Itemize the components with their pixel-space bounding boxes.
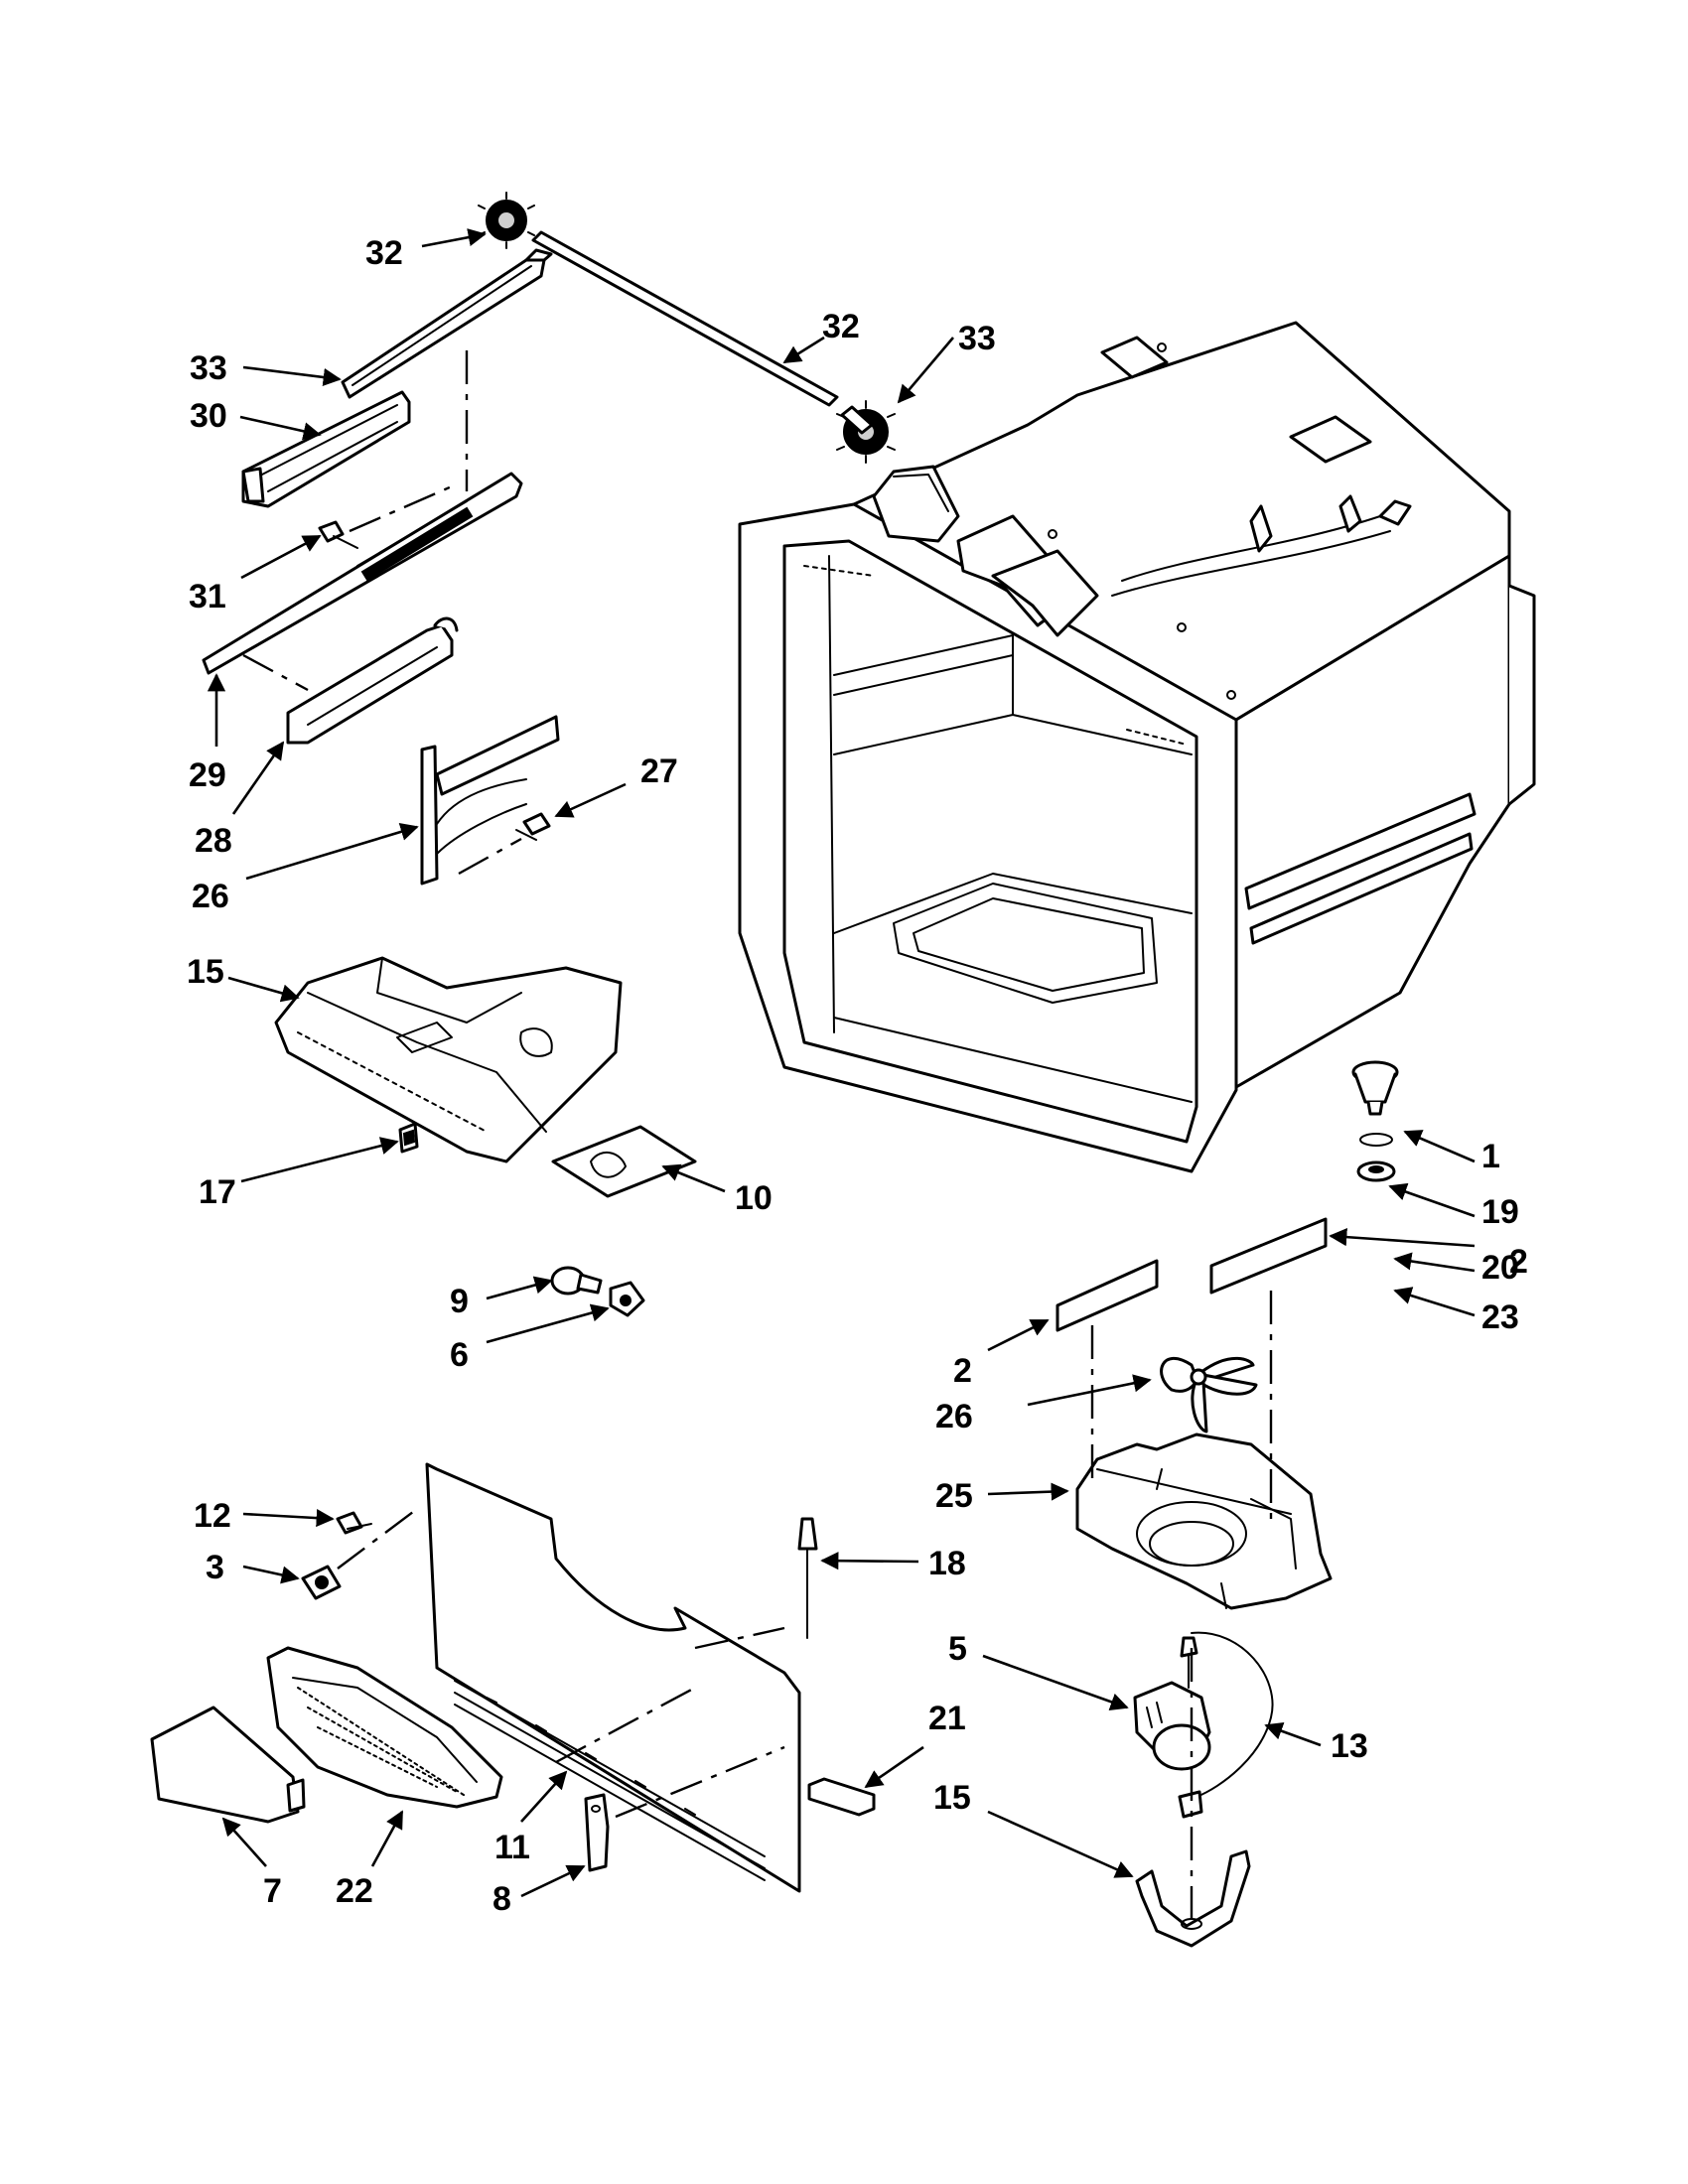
gear-right-part bbox=[836, 400, 896, 464]
callout-28: 29 bbox=[189, 756, 226, 794]
callout-9: 9 bbox=[450, 1283, 469, 1320]
light-bulb-part bbox=[550, 1266, 603, 1296]
callout-21: 23 bbox=[1481, 1298, 1519, 1336]
callout-11: 11 bbox=[494, 1829, 530, 1866]
screw-12-part bbox=[336, 1511, 372, 1535]
callout-1: 1 bbox=[1481, 1138, 1500, 1175]
slide-cover-part bbox=[341, 248, 553, 399]
callout-31: 32 bbox=[822, 308, 860, 345]
fan-blade-part bbox=[1160, 1356, 1258, 1433]
light-cover-part bbox=[150, 1706, 306, 1824]
callout-15: 15 bbox=[933, 1779, 971, 1817]
motor-mount-part bbox=[1178, 1790, 1203, 1819]
callout-2-left: 2 bbox=[953, 1352, 972, 1390]
plug-part bbox=[584, 1793, 610, 1872]
axle-shaft-part bbox=[531, 230, 839, 407]
callout-17: 18 bbox=[928, 1545, 966, 1582]
callout-33: 33 bbox=[190, 349, 227, 387]
callout-32-left: 32 bbox=[365, 234, 403, 272]
callout-12: 12 bbox=[194, 1497, 231, 1535]
fan-motor-part bbox=[1133, 1636, 1211, 1771]
callout-22: 22 bbox=[336, 1872, 373, 1910]
slide-rail-part bbox=[202, 472, 523, 675]
foam-pad-left-part bbox=[1055, 1259, 1159, 1332]
callout-2-right: 2 bbox=[1509, 1243, 1528, 1281]
slide-screw-part bbox=[318, 520, 358, 549]
light-socket-part bbox=[609, 1281, 645, 1317]
callout-26: 27 bbox=[640, 752, 678, 790]
callout-32-right: 33 bbox=[958, 320, 996, 357]
light-housing-part bbox=[301, 1565, 342, 1600]
callout-7: 7 bbox=[263, 1872, 282, 1910]
slide-screw-2-part bbox=[515, 812, 551, 841]
gasket-sheet-part bbox=[551, 1125, 697, 1198]
motor-bracket-part bbox=[1135, 1849, 1251, 1948]
callout-20: 21 bbox=[928, 1700, 966, 1737]
callout-29: 30 bbox=[190, 397, 227, 435]
drain-cup-part bbox=[1351, 1060, 1399, 1116]
thermistor-part bbox=[797, 1517, 818, 1639]
callout-labels: 32 32 33 33 30 31 29 28 26 27 15 17 10 9… bbox=[187, 234, 1528, 1918]
callout-30: 31 bbox=[189, 578, 226, 615]
control-housing-part bbox=[274, 956, 623, 1163]
callout-25: 26 bbox=[192, 878, 229, 915]
seal-strip-part bbox=[807, 1777, 876, 1817]
callout-14: 15 bbox=[187, 953, 224, 991]
leader-lines bbox=[207, 228, 1476, 1898]
callout-13: 13 bbox=[1331, 1727, 1368, 1765]
slide-support-part bbox=[286, 616, 459, 745]
callout-27: 28 bbox=[195, 822, 232, 860]
slide-plate-part bbox=[420, 715, 560, 886]
freezer-liner-part bbox=[738, 321, 1536, 1173]
callout-3: 3 bbox=[206, 1549, 224, 1586]
alignment-lines bbox=[242, 350, 1273, 1921]
callout-8: 8 bbox=[492, 1880, 511, 1918]
callout-18: 19 bbox=[1481, 1193, 1519, 1231]
callout-10: 10 bbox=[735, 1179, 773, 1217]
drain-oring-part bbox=[1359, 1133, 1393, 1147]
callout-19: 20 bbox=[1481, 1249, 1519, 1287]
wire-harness-part bbox=[1191, 1631, 1274, 1798]
callout-23: 25 bbox=[935, 1477, 973, 1515]
callout-5: 5 bbox=[948, 1630, 967, 1668]
grille-part bbox=[266, 1646, 503, 1809]
drain-grommet-part bbox=[1356, 1160, 1396, 1182]
callout-16: 17 bbox=[199, 1173, 236, 1211]
rear-panel-part bbox=[425, 1462, 801, 1893]
gear-left-part bbox=[478, 192, 535, 249]
callout-6: 6 bbox=[450, 1336, 469, 1374]
foam-pad-right-part bbox=[1209, 1217, 1328, 1295]
slide-bracket-part bbox=[241, 390, 411, 508]
fan-shroud-part bbox=[1075, 1433, 1333, 1610]
switch-part bbox=[398, 1122, 419, 1154]
callout-24: 26 bbox=[935, 1398, 973, 1435]
